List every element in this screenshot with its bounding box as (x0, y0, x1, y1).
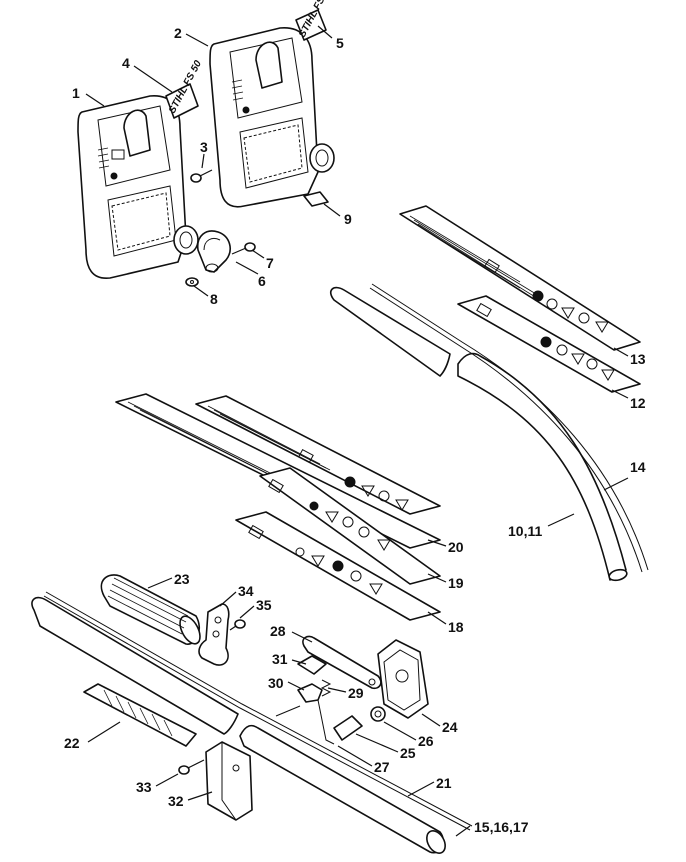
engine-cover-icon (209, 27, 335, 208)
drive-tube-icon (329, 283, 649, 582)
label-29: 29 (348, 685, 364, 701)
label-1: 1 (72, 85, 80, 101)
throttle-trigger-icon (302, 635, 382, 690)
label-34: 34 (238, 583, 254, 599)
label-20: 20 (448, 539, 464, 555)
clamp-icon (196, 230, 231, 273)
label-13: 13 (630, 351, 646, 367)
stop-switch-icon (297, 655, 327, 675)
label-30: 30 (268, 675, 284, 691)
label-8: 8 (210, 291, 218, 307)
label-10-11: 10,11 (508, 523, 542, 539)
part-labels: 1 2 3 4 5 6 7 8 9 10,11 12 13 14 15,16,1… (64, 25, 646, 835)
screw-icon (178, 759, 205, 775)
label-5: 5 (336, 35, 344, 51)
spring-icon (320, 679, 332, 697)
bumper-strip-icon (83, 683, 197, 747)
throttle-housing-icon (377, 639, 429, 719)
handle-grip-icon (100, 574, 201, 645)
nut-icon (185, 277, 199, 287)
label-23: 23 (174, 571, 190, 587)
handle-clamp-icon (205, 741, 253, 821)
label-31: 31 (272, 651, 288, 667)
label-35: 35 (256, 597, 272, 613)
label-24: 24 (442, 719, 458, 735)
screw-icon (229, 619, 246, 631)
label-12: 12 (630, 395, 646, 411)
label-33: 33 (136, 779, 152, 795)
label-6: 6 (258, 273, 266, 289)
loop-handle-icon (198, 603, 230, 666)
spacer-icon (303, 191, 329, 207)
screw-icon (190, 169, 213, 183)
label-32: 32 (168, 793, 184, 809)
leader-lines (85, 25, 629, 837)
warning-decal-icon (235, 511, 441, 621)
contact-spring-icon (333, 715, 363, 741)
label-14: 14 (630, 459, 646, 475)
engine-cover-icon (77, 95, 199, 279)
stihl-fs50-decal: STIHL FS 50 (165, 59, 204, 119)
label-19: 19 (448, 575, 464, 591)
stihl-fs48-decal: STIHL FS 48 (295, 0, 334, 41)
label-21: 21 (436, 775, 452, 791)
label-28: 28 (270, 623, 286, 639)
label-2: 2 (174, 25, 182, 41)
warning-decal-icon (259, 467, 441, 585)
label-9: 9 (344, 211, 352, 227)
label-3: 3 (200, 139, 208, 155)
label-4: 4 (122, 55, 130, 71)
washer-icon (370, 706, 386, 722)
screw-icon (231, 242, 256, 255)
label-27: 27 (374, 759, 390, 775)
label-15-16-17: 15,16,17 (474, 819, 529, 835)
label-22: 22 (64, 735, 80, 751)
warning-decal-icon (399, 205, 641, 351)
warning-decal-icon (457, 295, 641, 393)
label-26: 26 (418, 733, 434, 749)
label-18: 18 (448, 619, 464, 635)
warning-decal-icon (195, 395, 441, 515)
label-7: 7 (266, 255, 274, 271)
label-25: 25 (400, 745, 416, 761)
drive-tube-icon (31, 591, 473, 854)
interlock-lever-icon (275, 683, 335, 745)
